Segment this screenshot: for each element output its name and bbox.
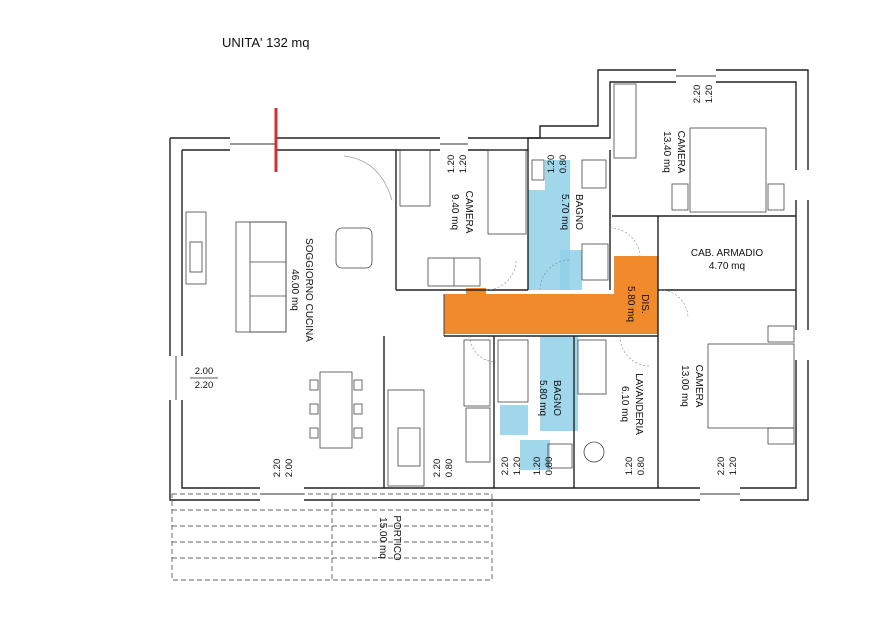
dim-bagno-bottom-b: 0.80 1.20 bbox=[532, 457, 555, 476]
room-area: 6.10 mq bbox=[619, 386, 630, 422]
room-name: PORTICO bbox=[391, 515, 402, 561]
svg-text:2.20: 2.20 bbox=[716, 457, 727, 476]
room-camera-top: CAMERA 13.40 mq bbox=[661, 131, 686, 174]
room-bagno-bottom: BAGNO 5.80 mq bbox=[537, 380, 562, 416]
room-area: 5.80 mq bbox=[625, 286, 636, 322]
room-name: CAB. ARMADIO bbox=[691, 248, 763, 259]
svg-text:1.20: 1.20 bbox=[512, 457, 523, 476]
room-lavanderia: LAVANDERIA 6.10 mq bbox=[619, 373, 644, 435]
room-soggiorno: SOGGIORNO CUCINA 46.00 mq bbox=[289, 238, 314, 342]
room-camera-right: CAMERA 13.00 mq bbox=[679, 365, 704, 408]
room-name: DIS. bbox=[639, 294, 650, 313]
svg-text:1.20: 1.20 bbox=[704, 85, 715, 104]
dim-camera-right-bottom: 1.20 2.20 bbox=[716, 457, 739, 476]
lower-service-fixtures bbox=[463, 339, 607, 469]
upper-bathroom-fixtures bbox=[531, 159, 609, 281]
svg-text:0.80: 0.80 bbox=[558, 155, 569, 174]
room-area: 15.00 mq bbox=[377, 517, 388, 559]
svg-text:1.20: 1.20 bbox=[532, 457, 543, 476]
wet-areas bbox=[500, 160, 582, 470]
room-name: BAGNO bbox=[573, 194, 584, 230]
living-furniture bbox=[185, 155, 425, 487]
svg-text:2.00: 2.00 bbox=[284, 459, 295, 478]
circulation-area bbox=[444, 256, 658, 334]
room-bagno-top: BAGNO 5.70 mq bbox=[559, 194, 584, 230]
room-area: 46.00 mq bbox=[289, 269, 300, 311]
door-swings bbox=[469, 227, 689, 367]
dim-soggiorno-bottom: 2.00 2.20 bbox=[272, 459, 295, 478]
room-name: BAGNO bbox=[551, 380, 562, 416]
room-area: 13.00 mq bbox=[679, 365, 690, 407]
svg-text:1.20: 1.20 bbox=[624, 457, 635, 476]
svg-text:2.20: 2.20 bbox=[500, 457, 511, 476]
svg-text:0.80: 0.80 bbox=[544, 457, 555, 476]
room-area: 5.70 mq bbox=[559, 194, 570, 230]
svg-text:2.20: 2.20 bbox=[272, 459, 283, 478]
master-bedroom-furniture bbox=[613, 83, 785, 213]
room-cab-armadio: CAB. ARMADIO 4.70 mq bbox=[691, 248, 763, 272]
room-area: 4.70 mq bbox=[709, 261, 745, 272]
unit-title: UNITA' 132 mq bbox=[222, 35, 310, 50]
portico-area bbox=[171, 493, 493, 581]
svg-text:1.20: 1.20 bbox=[458, 155, 469, 174]
svg-text:1.20: 1.20 bbox=[728, 457, 739, 476]
room-name: CAMERA bbox=[675, 131, 686, 174]
outer-walls bbox=[169, 69, 809, 501]
dim-bagno-bottom-a: 1.20 2.20 bbox=[500, 457, 523, 476]
small-bedroom-furniture bbox=[399, 149, 527, 287]
svg-text:0.80: 0.80 bbox=[636, 457, 647, 476]
room-name: CAMERA bbox=[463, 191, 474, 234]
svg-text:0.80: 0.80 bbox=[444, 459, 455, 478]
svg-text:1.20: 1.20 bbox=[446, 155, 457, 174]
dim-camera-small-window: 1.20 1.20 bbox=[446, 155, 469, 174]
dim-soggiorno-left: 2.00 2.20 bbox=[190, 366, 218, 391]
svg-text:2.20: 2.20 bbox=[195, 380, 214, 391]
room-name: SOGGIORNO CUCINA bbox=[303, 238, 314, 342]
room-area: 5.80 mq bbox=[537, 380, 548, 416]
dim-camera-top-window: 1.20 2.20 bbox=[692, 85, 715, 104]
room-camera-small: CAMERA 9.40 mq bbox=[449, 191, 474, 234]
svg-text:2.20: 2.20 bbox=[692, 85, 703, 104]
dim-lavanderia-bottom: 0.80 1.20 bbox=[624, 457, 647, 476]
svg-text:1.20: 1.20 bbox=[546, 155, 557, 174]
windows bbox=[168, 68, 810, 502]
room-portico: PORTICO 15.00 mq bbox=[377, 515, 402, 561]
room-dis: DIS. 5.80 mq bbox=[625, 286, 650, 322]
dim-bagno-top-window: 0.80 1.20 bbox=[546, 155, 569, 174]
right-bedroom-furniture bbox=[707, 325, 795, 445]
room-area: 9.40 mq bbox=[449, 194, 460, 230]
svg-text:2.20: 2.20 bbox=[432, 459, 443, 478]
room-name: LAVANDERIA bbox=[633, 373, 644, 435]
svg-text:2.00: 2.00 bbox=[195, 366, 214, 377]
room-area: 13.40 mq bbox=[661, 131, 672, 173]
dim-soggiorno-bottom-2: 0.80 2.20 bbox=[432, 459, 455, 478]
room-name: CAMERA bbox=[693, 365, 704, 408]
inner-walls bbox=[383, 150, 796, 488]
